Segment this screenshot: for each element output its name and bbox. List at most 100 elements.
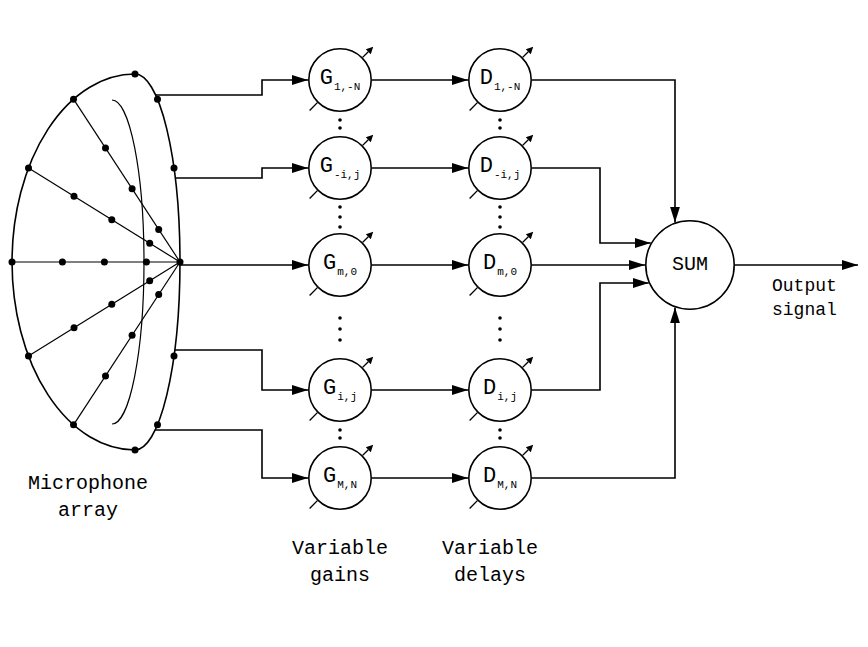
node-content: Gi,j	[308, 358, 372, 422]
ellipsis-dot	[498, 205, 502, 209]
node-symbol: G	[320, 66, 333, 91]
adjust-arrowhead	[526, 135, 533, 142]
node-content: Dm,0	[468, 233, 532, 297]
microphone-dot	[9, 259, 16, 266]
gain-circle: G-i,j	[308, 136, 372, 200]
signal-arrow	[532, 264, 645, 266]
microphone-dot	[70, 96, 77, 103]
microphone-array-drawing	[12, 74, 180, 450]
node-subscript: i,j	[337, 391, 357, 403]
microphone-dot	[155, 291, 162, 298]
circle-outline	[468, 48, 532, 112]
microphone-dot	[70, 421, 77, 428]
gain-circle: Gi,j	[308, 358, 372, 422]
signal-arrow	[532, 80, 675, 223]
ellipsis-dot	[338, 338, 342, 342]
ellipsis-dot	[498, 225, 502, 229]
adjust-arrowhead	[366, 357, 373, 364]
node-text-group: Di,j	[483, 378, 517, 403]
node-text-group: D-i,j	[480, 156, 521, 181]
circle-border	[469, 359, 531, 421]
node-symbol: D	[480, 66, 493, 91]
adjust-mark	[363, 140, 369, 146]
node-symbol: G	[323, 376, 336, 401]
circle-border	[469, 49, 531, 111]
signal-arrow	[372, 477, 468, 479]
microphone-dot	[154, 421, 161, 428]
circle-border	[309, 137, 371, 199]
node-content: G-i,j	[308, 136, 372, 200]
adjust-mark	[363, 52, 369, 58]
column-label: Variable delays	[425, 535, 555, 589]
ellipsis-dot	[498, 428, 502, 432]
gain-circle: GM,N	[308, 446, 372, 510]
circle-border	[309, 447, 371, 509]
node-text-group: DM,N	[483, 466, 517, 491]
microphone-dots	[9, 71, 184, 454]
adjust-mark	[523, 140, 529, 146]
node-content: SUM	[645, 220, 735, 310]
node-content: Gm,0	[308, 233, 372, 297]
adjust-mark	[310, 501, 318, 509]
node-text-group: Gm,0	[323, 253, 357, 278]
microphone-dot	[143, 259, 150, 266]
adjust-mark	[310, 103, 318, 111]
node-text-group: Dm,0	[483, 253, 517, 278]
circle-border	[469, 447, 531, 509]
node-symbol: SUM	[672, 253, 708, 276]
label-box: Variable delays	[425, 535, 555, 589]
microphone-array: Microphone array	[4, 60, 194, 530]
microphone-dot	[132, 447, 139, 454]
gain-circle: G1,-N	[308, 48, 372, 112]
ellipsis-dot	[338, 436, 342, 440]
circle-outline	[468, 446, 532, 510]
node-symbol: G	[323, 464, 336, 489]
circle-border	[646, 221, 734, 309]
ellipsis-dot	[338, 215, 342, 219]
node-subscript: -i,j	[494, 169, 520, 181]
dish-meridian	[12, 261, 180, 262]
delay-circle: DM,N	[468, 446, 532, 510]
signal-arrow	[532, 283, 649, 390]
signal-arrow	[372, 389, 468, 391]
microphone-dot	[71, 324, 78, 331]
delay-circle: Dm,0	[468, 233, 532, 297]
circle-outline	[468, 136, 532, 200]
output-label: Output signal	[772, 274, 862, 323]
ellipsis-dot	[498, 126, 502, 130]
column-label: Variable gains	[275, 535, 405, 589]
node-subscript: i,j	[497, 391, 517, 403]
microphone-dot	[59, 259, 66, 266]
delay-circle: D1,-N	[468, 48, 532, 112]
microphone-dot	[154, 96, 161, 103]
output-arrow	[735, 264, 858, 266]
node-content: D1,-N	[468, 48, 532, 112]
dish-meridian	[74, 262, 181, 425]
adjust-arrowhead	[366, 445, 373, 452]
delay-circle: Di,j	[468, 358, 532, 422]
adjust-arrowhead	[366, 47, 373, 54]
ellipsis-dot	[498, 118, 502, 122]
node-text-group: Gi,j	[323, 378, 357, 403]
circle-border	[309, 234, 371, 296]
node-text-group: G1,-N	[320, 68, 361, 93]
node-content: GM,N	[308, 446, 372, 510]
adjust-mark	[523, 450, 529, 456]
microphone-dot	[146, 240, 153, 247]
adjust-mark	[363, 237, 369, 243]
gain-circle: Gm,0	[308, 233, 372, 297]
signal-arrow	[175, 168, 308, 178]
circle-border	[309, 359, 371, 421]
microphone-dot	[102, 145, 109, 152]
node-text-group: GM,N	[323, 466, 357, 491]
signal-arrow	[372, 79, 468, 81]
adjust-mark	[363, 450, 369, 456]
node-content: Di,j	[468, 358, 532, 422]
microphone-dot	[146, 277, 153, 284]
adjust-mark	[523, 237, 529, 243]
ellipsis-dot	[338, 118, 342, 122]
node-subscript: 1,-N	[334, 81, 360, 93]
microphone-dot	[101, 259, 108, 266]
node-subscript: m,0	[497, 266, 517, 278]
